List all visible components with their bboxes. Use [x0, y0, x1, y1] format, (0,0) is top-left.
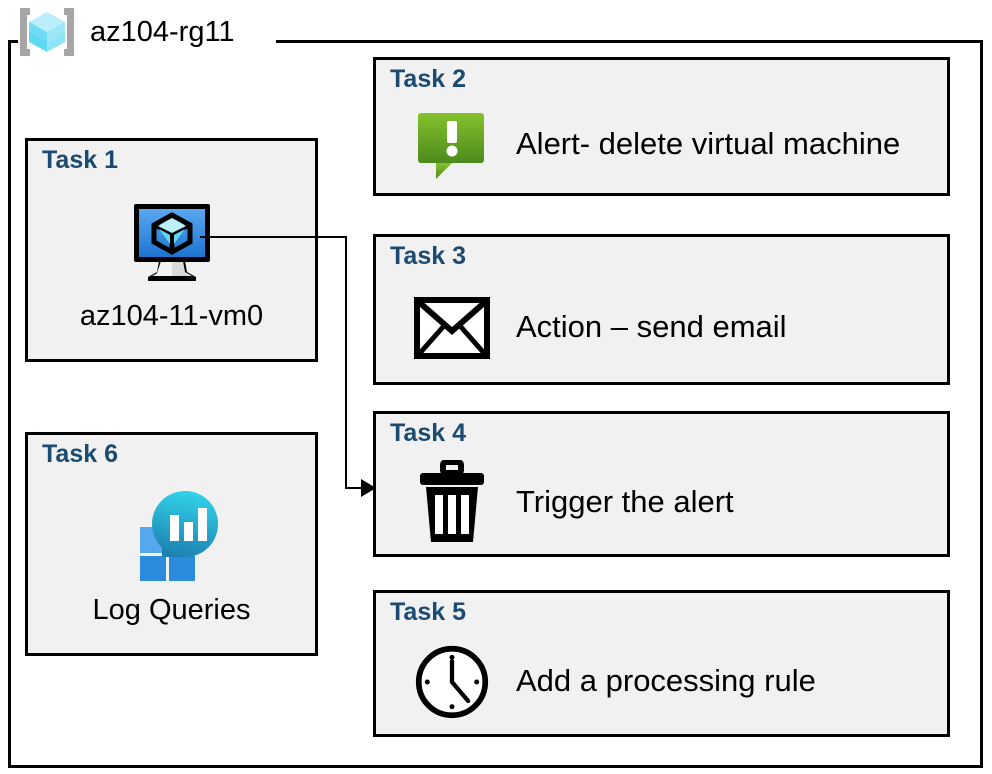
task-4-label: Task 4 — [390, 419, 466, 447]
frame-top-edge-left-stub — [8, 40, 18, 43]
resource-group-header: az104-rg11 — [16, 4, 235, 60]
clock-icon — [414, 644, 490, 720]
alert-exclamation-icon — [414, 107, 490, 183]
task-3-row: Action – send email — [414, 279, 937, 376]
log-analytics-icon — [28, 491, 315, 581]
resource-group-title: az104-rg11 — [90, 15, 235, 48]
task-3-label: Task 3 — [390, 242, 466, 270]
task-card-4[interactable]: Task 4 Trigger the alert — [373, 411, 950, 557]
task-2-row: Alert- delete virtual machine — [414, 102, 937, 187]
task-5-label: Task 5 — [390, 598, 466, 626]
task-1-label: Task 1 — [42, 146, 118, 174]
frame-top-edge-right-run — [276, 40, 983, 43]
frame-bottom-edge — [8, 765, 983, 768]
task-card-6[interactable]: Task 6 — [25, 432, 318, 656]
arrow-head-right-icon — [361, 479, 376, 497]
task-card-3[interactable]: Task 3 Action – send email — [373, 234, 950, 385]
task-card-2[interactable]: Task 2 Alert- delete virtual machin — [373, 57, 950, 196]
task-4-row: Trigger the alert — [414, 456, 937, 548]
task-2-text: Alert- delete virtual machine — [516, 126, 901, 162]
connector-segment-horizontal-bottom — [345, 487, 367, 489]
virtual-machine-icon — [28, 197, 315, 285]
task-5-text: Add a processing rule — [516, 663, 816, 699]
envelope-icon — [414, 290, 490, 366]
task-card-5[interactable]: Task 5 Add a processing rule — [373, 590, 950, 737]
task-3-text: Action – send email — [516, 309, 787, 345]
task-4-text: Trigger the alert — [516, 483, 734, 519]
trash-can-icon — [414, 460, 490, 542]
frame-left-edge — [8, 40, 11, 768]
connector-segment-horizontal-top — [200, 236, 347, 238]
task-5-row: Add a processing rule — [414, 635, 937, 728]
connector-segment-vertical — [345, 236, 347, 489]
resource-group-cube-icon — [16, 4, 78, 60]
frame-right-edge — [980, 40, 983, 768]
task-1-caption: az104-11-vm0 — [79, 300, 264, 332]
task-2-label: Task 2 — [390, 65, 466, 93]
task-6-caption: Log Queries — [92, 594, 251, 626]
task-6-label: Task 6 — [42, 440, 118, 468]
task-card-1[interactable]: Task 1 — [25, 138, 318, 362]
